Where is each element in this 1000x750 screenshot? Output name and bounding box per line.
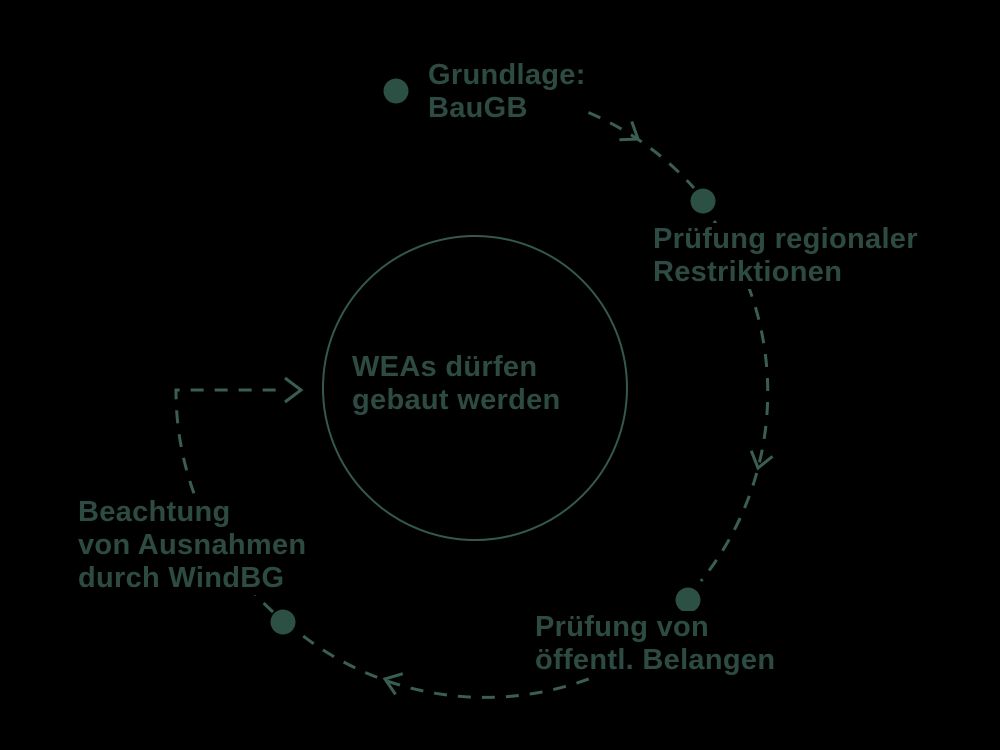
node-label-restriktionen-line1: Prüfung regionaler: [653, 223, 918, 255]
node-dot-restriktionen: [690, 188, 716, 214]
node-label-windbg-line1: Beachtung: [78, 496, 231, 528]
center-label-line1: WEAs dürfen: [352, 351, 538, 383]
node-label-grundlage-line1: Grundlage:: [428, 59, 586, 91]
arrowhead-right-icon: [749, 450, 774, 471]
arrowhead-top-icon: [619, 120, 641, 142]
center-label: WEAs dürfen gebaut werden: [352, 351, 561, 417]
node-label-belange-line1: Prüfung von: [535, 611, 710, 643]
node-label-belange-line2: öffentl. Belangen: [535, 644, 776, 676]
node-label-windbg-line3: durch WindBG: [78, 562, 285, 594]
arrowhead-into-center-icon: [284, 376, 304, 404]
node-label-windbg-line2: von Ausnahmen: [78, 529, 307, 561]
center-label-line2: gebaut werden: [352, 384, 561, 416]
node-label-restriktionen-line2: Restriktionen: [653, 256, 843, 288]
node-label-windbg: Beachtung von Ausnahmen durch WindBG: [78, 496, 307, 595]
arrowhead-bottom-icon: [382, 672, 404, 696]
node-label-grundlage: Grundlage: BauGB: [428, 59, 586, 125]
node-dot-windbg: [270, 609, 296, 635]
node-label-belange: Prüfung von öffentl. Belangen: [535, 611, 776, 677]
node-label-grundlage-line2: BauGB: [428, 92, 528, 124]
center-circle: [322, 235, 628, 541]
node-dot-belange: [675, 587, 701, 613]
node-dot-grundlage: [383, 78, 409, 104]
node-label-restriktionen: Prüfung regionaler Restriktionen: [653, 223, 918, 289]
